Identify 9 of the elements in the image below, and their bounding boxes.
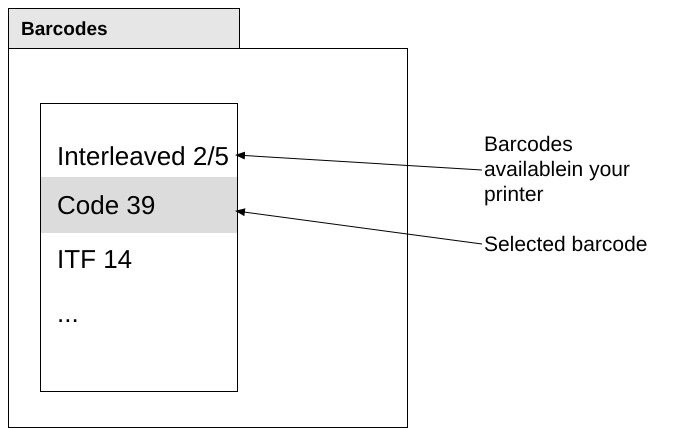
- panel-tab-heading: Barcodes: [8, 8, 240, 49]
- selected-list-item: Code 39: [41, 177, 237, 233]
- leader-arrow: [235, 208, 482, 244]
- list-item: ITF 14: [41, 233, 237, 285]
- list-box: [40, 103, 238, 392]
- list-item: ...: [41, 285, 237, 341]
- callout-text: Barcodes availablein your printer: [484, 132, 644, 210]
- leader-arrow: [235, 152, 482, 170]
- callout-text: Selected barcode: [484, 232, 676, 258]
